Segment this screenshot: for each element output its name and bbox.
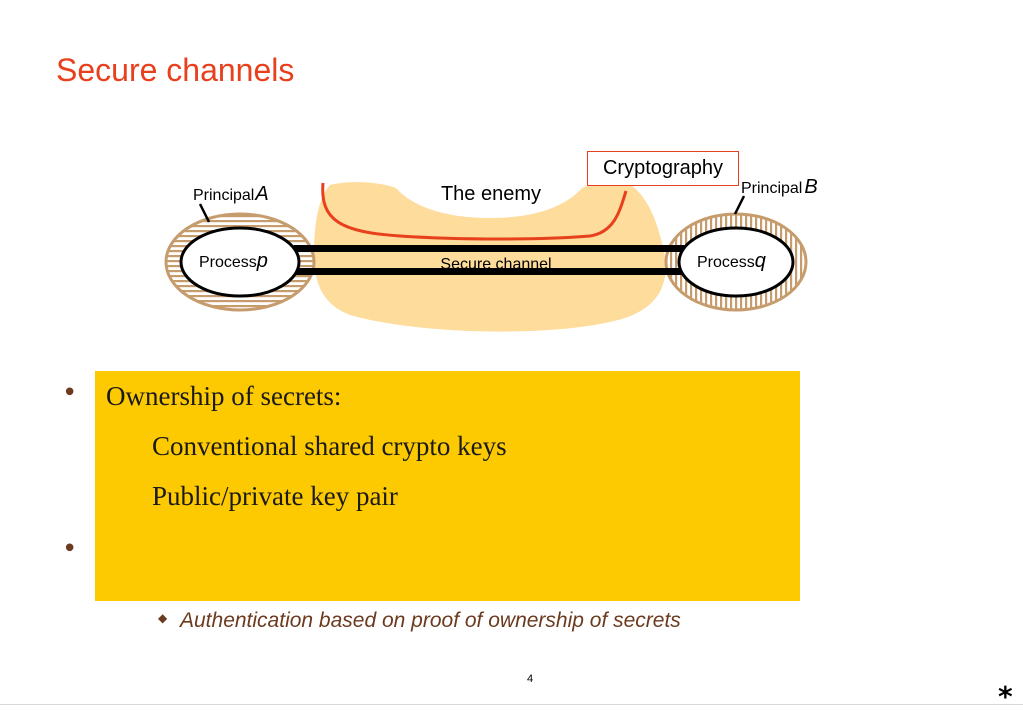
channel-rail-top: [294, 245, 689, 252]
principal-b-var: B: [804, 176, 817, 198]
process-q-node: [677, 226, 795, 298]
principal-a-var: A: [254, 183, 268, 205]
enemy-label: The enemy: [441, 183, 541, 205]
enemy-region: [314, 182, 666, 332]
box-item-key-pair: Public/private key pair: [152, 481, 398, 511]
principal-b-label: Principal: [741, 180, 802, 197]
process-q-label: Process: [697, 254, 755, 271]
secrets-highlight-box: Ownership of secrets: Conventional share…: [95, 371, 800, 601]
cryptography-label-box: Cryptography: [587, 151, 739, 186]
channel-label: Secure channel: [440, 256, 551, 273]
box-item-shared-keys: Conventional shared crypto keys: [152, 431, 507, 461]
slide-title: Secure channels: [56, 52, 295, 88]
channel-rail-bottom: [294, 268, 689, 275]
bullet-dot-1: •: [62, 378, 78, 408]
svg-text:PrincipalA: PrincipalA: [193, 183, 269, 205]
svg-text:Processp: Processp: [199, 250, 268, 272]
sub-bullet-diamond: ◆: [158, 611, 168, 625]
bullet-dot-2: •: [62, 534, 78, 564]
corner-star-mark: *: [998, 680, 1013, 713]
process-p-var: p: [256, 250, 268, 272]
process-p-label: Process: [199, 254, 257, 271]
principal-b-tick: [733, 195, 746, 215]
svg-text:Processq: Processq: [697, 250, 766, 272]
crypto-line: [321, 182, 628, 241]
process-p-node: [179, 226, 301, 298]
box-heading: Ownership of secrets:: [106, 381, 342, 411]
page-number: 4: [527, 673, 534, 685]
process-q-var: q: [755, 250, 766, 272]
bottom-divider: [0, 704, 1023, 705]
sub-point-text: Authentication based on proof of ownersh…: [180, 609, 681, 632]
principal-a-label: Principal: [193, 187, 254, 204]
principal-a-tick: [198, 203, 211, 223]
